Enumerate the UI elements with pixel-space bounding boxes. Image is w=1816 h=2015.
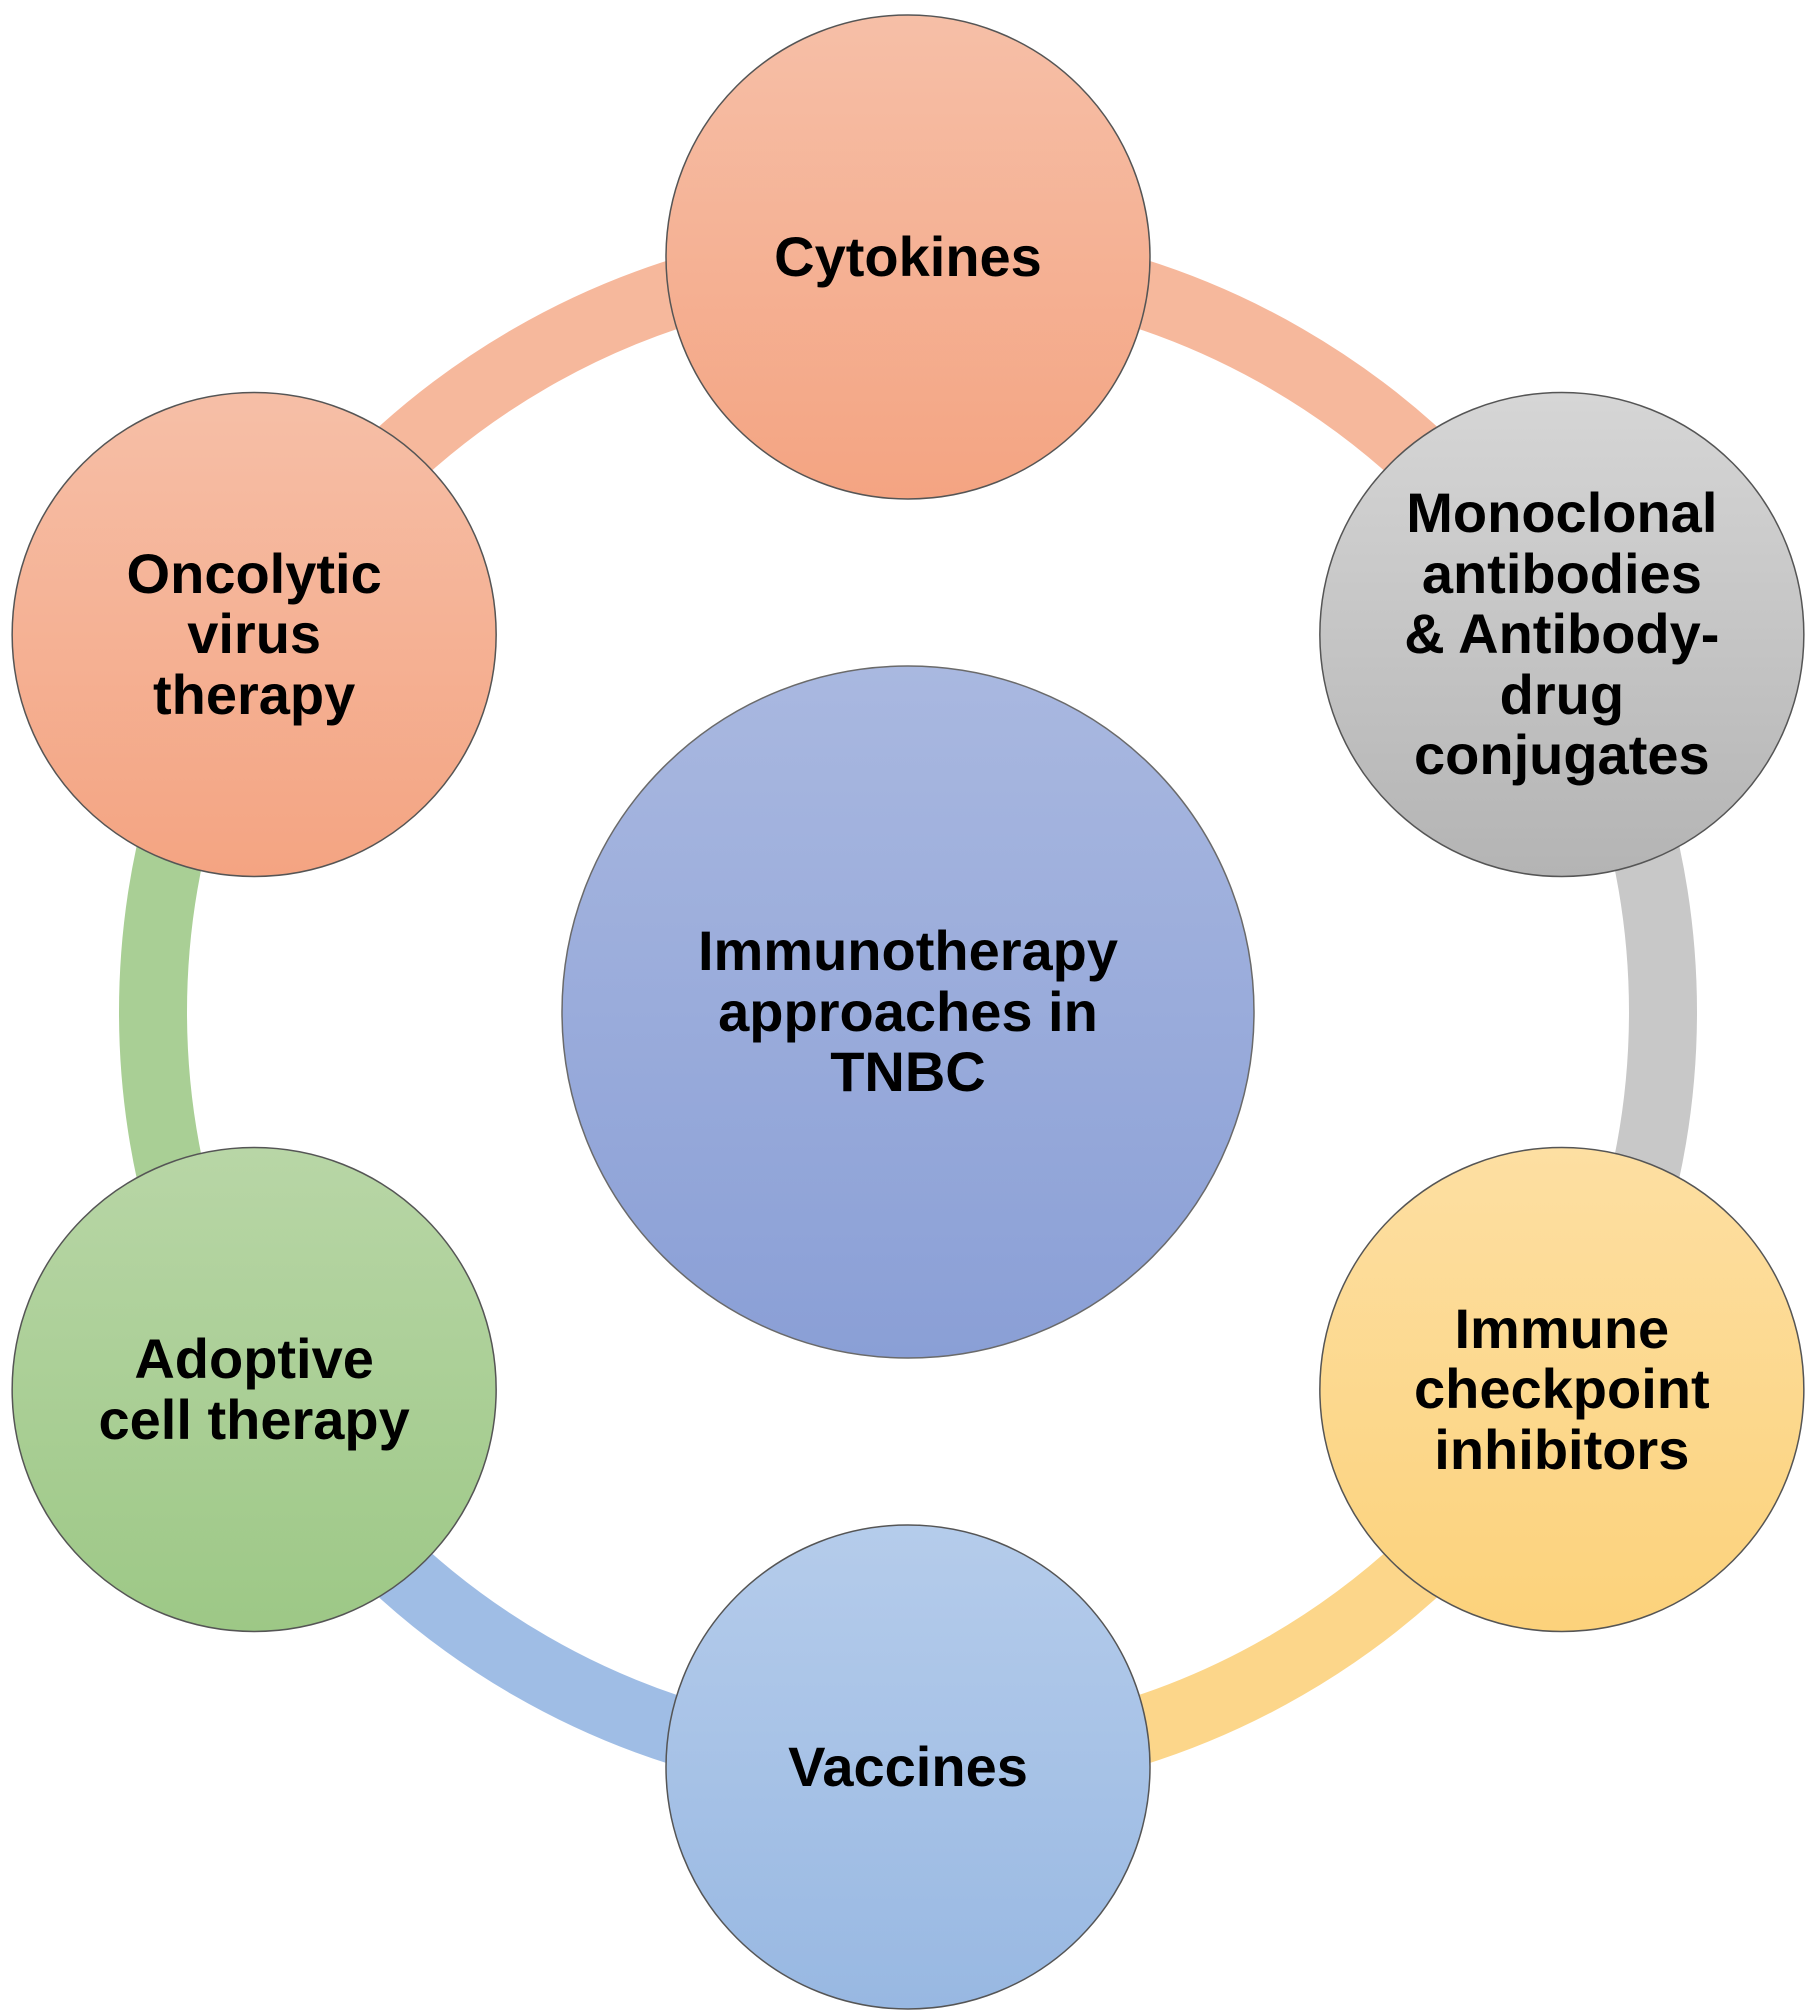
node-label-oncolytic-virus-therapy: Oncolytic virus therapy	[126, 541, 382, 726]
node-circle-adoptive	[11, 1146, 497, 1633]
node-circle-cytokines	[665, 14, 1151, 500]
node-label-cytokines: Cytokines	[774, 224, 1042, 288]
node-circle-vaccines	[665, 1524, 1151, 2010]
node-label-immune-checkpoint-inhibitors: Immune checkpoint inhibitors	[1414, 1296, 1710, 1481]
node-circle-monoclonal	[1319, 391, 1805, 878]
node-circle-checkpoint	[1319, 1146, 1805, 1633]
center-node-circle	[561, 665, 1255, 1359]
center-node-label: Immunotherapy approaches in TNBC	[697, 919, 1119, 1104]
node-circles	[11, 14, 1805, 2010]
node-label-vaccines: Vaccines	[788, 1734, 1028, 1798]
node-label-adoptive-cell-therapy: Adoptive cell therapy	[98, 1327, 410, 1451]
node-circle-oncolytic	[11, 391, 497, 878]
node-label-monoclonal-antibodies: Monoclonal antibodies & Antibody- drug c…	[1404, 481, 1720, 787]
